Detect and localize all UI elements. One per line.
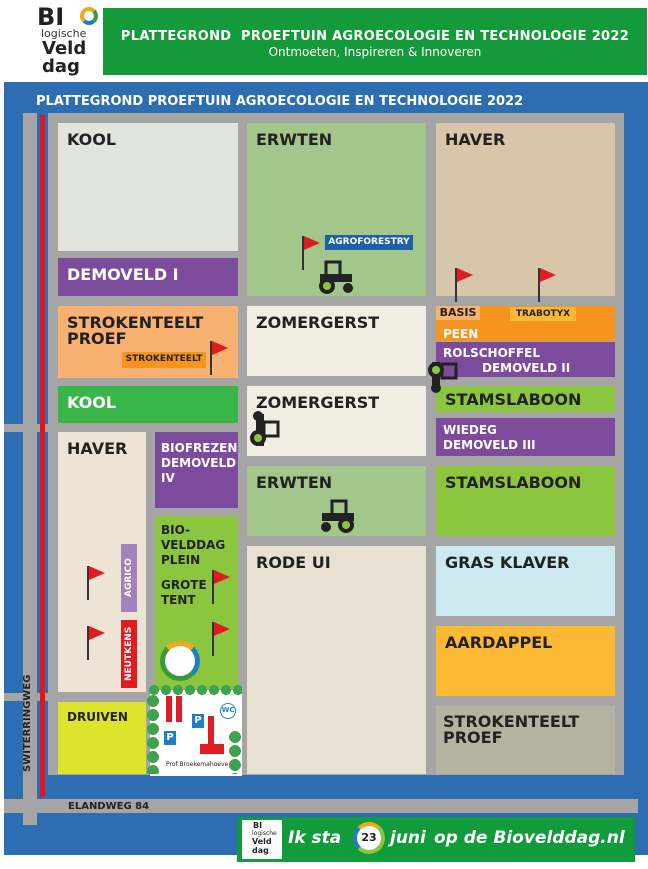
- trabotyx-tag: TRABOTYX: [510, 307, 576, 321]
- street-label-west: SWITERRINGWEG: [22, 674, 33, 772]
- promo-text-part3: op de Biovelddag.nl: [434, 828, 625, 848]
- map-title: PLATTEGROND PROEFTUIN AGROECOLOGIE EN TE…: [36, 94, 524, 109]
- header-subtitle: Ontmoeten, Inspireren & Innoveren: [268, 45, 482, 59]
- plein-line1: BIO-: [161, 523, 191, 537]
- tractor-icon: [250, 411, 280, 446]
- basis-tag: BASIS: [436, 306, 480, 320]
- wc-icon: WC: [220, 703, 236, 719]
- tractor-icon: [428, 362, 458, 393]
- tractor-icon: [321, 499, 354, 533]
- plot-erwten-top[interactable]: ERWTEN: [247, 123, 426, 296]
- date-badge-icon: [353, 822, 385, 854]
- strokenteelt-right-line1: STROKENTEELT: [443, 712, 580, 731]
- wiedeg-line1: WIEDEG: [443, 423, 497, 437]
- biovelddag-emblem-icon: [160, 641, 200, 681]
- strokenteelt-right-line2: PROEF: [443, 728, 503, 747]
- logo-dag-text: dag: [42, 56, 80, 77]
- tree-row-icon: [148, 684, 242, 696]
- parking-icon-2: P: [164, 731, 176, 745]
- plot-biofrezen-line2: DEMOVELD: [161, 456, 237, 470]
- plot-strokenteelt-left-line1: STROKENTEELT: [67, 313, 204, 332]
- farm-building-icon-2: [176, 696, 182, 722]
- farm-building-icon: [166, 696, 172, 722]
- logo-circle-icon: [80, 7, 98, 25]
- plot-wiedeg[interactable]: [436, 418, 615, 456]
- promo-logo-logische: logische: [252, 830, 277, 837]
- tree-column-right-icon: [228, 730, 242, 774]
- wiedeg-line2: DEMOVELD III: [443, 438, 536, 452]
- logo-logische-text: logische: [41, 27, 87, 40]
- plot-gras-klaver[interactable]: GRAS KLAVER: [436, 546, 615, 616]
- farm-shed-icon: [208, 716, 214, 746]
- grote-tent-line1: GROTE: [161, 578, 207, 592]
- peen-label: PEEN: [443, 327, 479, 341]
- plot-stamslaboon-2[interactable]: STAMSLABOON: [436, 466, 615, 536]
- plot-strokenteelt-left-line2: PROEF: [67, 329, 127, 348]
- parking-icon: P: [192, 714, 204, 728]
- plot-haver-right[interactable]: HAVER: [436, 123, 615, 296]
- plot-biofrezen[interactable]: [155, 432, 238, 508]
- plot-druiven[interactable]: DRUIVEN: [58, 702, 146, 774]
- promo-text-part1: Ik sta: [288, 828, 342, 848]
- farm-house-icon: [200, 744, 224, 754]
- plein-line3: PLEIN: [161, 553, 201, 567]
- header-banner: [103, 8, 647, 75]
- plot-kool-top[interactable]: KOOL: [58, 123, 238, 251]
- promo-logo-veld: Veld: [252, 837, 272, 846]
- road-side-connector-top: [4, 424, 48, 432]
- neutkens-tag: NEUTKENS: [121, 620, 137, 688]
- street-label-south: ELANDWEG 84: [68, 801, 150, 812]
- farm-name-label: Prof Broekemahoeve: [166, 761, 229, 768]
- header-title: PLATTEGROND PROEFTUIN AGROECOLOGIE EN TE…: [120, 29, 630, 44]
- agrico-tag: AGRICO: [121, 544, 137, 612]
- promo-logo-dag: dag: [252, 846, 269, 855]
- road-switerringweg: [23, 113, 37, 825]
- promo-logo: [242, 820, 282, 859]
- promo-banner[interactable]: [237, 817, 635, 862]
- strokenteelt-tag: STROKENTEELT: [122, 352, 206, 368]
- plot-demoveld-1[interactable]: DEMOVELD I: [58, 258, 238, 296]
- logo-veld-text: Veld: [42, 38, 87, 59]
- plot-biofrezen-line3: IV: [161, 471, 175, 485]
- plot-stamslaboon-1[interactable]: STAMSLABOON: [436, 386, 615, 412]
- date-badge-day: 23: [361, 831, 377, 844]
- plot-erwten-mid[interactable]: ERWTEN: [247, 466, 426, 536]
- plot-rode-ui[interactable]: RODE UI: [247, 546, 426, 774]
- rolschoffel-line1: ROLSCHOFFEL: [443, 346, 541, 360]
- road-side-connector-bottom: [4, 693, 48, 701]
- plot-rolschoffel[interactable]: [436, 342, 615, 377]
- plot-biofrezen-line1: BIOFREZEN: [161, 441, 238, 455]
- plot-strokenteelt-proef-right[interactable]: [436, 706, 615, 774]
- promo-text-part2: juni: [390, 828, 426, 848]
- tree-column-left-icon: [146, 694, 160, 774]
- road-elandweg: [4, 799, 638, 813]
- tractor-icon: [319, 260, 353, 294]
- promo-logo-bio: BI: [253, 821, 263, 830]
- boundary-red-line: [40, 115, 45, 797]
- plein-line2: VELDDAG: [161, 538, 226, 552]
- grote-tent-line2: TENT: [161, 593, 196, 607]
- logo-bio-text: BI: [37, 3, 65, 31]
- plot-kool-mid[interactable]: KOOL: [58, 386, 238, 423]
- agroforestry-tag: AGROFORESTRY: [325, 235, 413, 250]
- plot-aardappel[interactable]: AARDAPPEL: [436, 626, 615, 696]
- plot-zomergerst-1[interactable]: ZOMERGERST: [247, 306, 426, 376]
- rolschoffel-line2: DEMOVELD II: [482, 361, 571, 375]
